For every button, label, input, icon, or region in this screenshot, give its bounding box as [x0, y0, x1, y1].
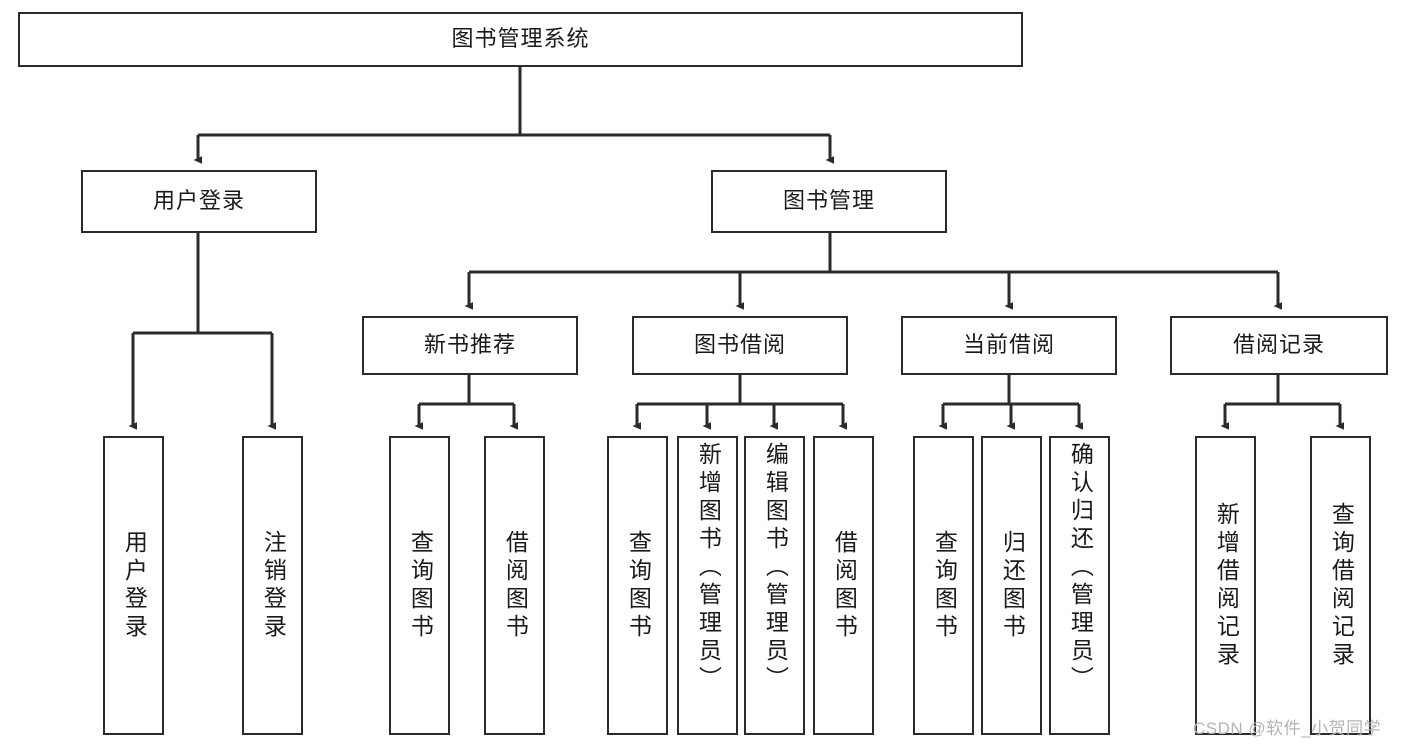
- leaf-logout-login[interactable]: 注销登录: [242, 436, 303, 735]
- node-new-book-recommend[interactable]: 新书推荐: [362, 316, 578, 375]
- node-borrow-record[interactable]: 借阅记录: [1170, 316, 1388, 375]
- leaf-user-login-label: 用户登录: [121, 529, 148, 642]
- node-book-management-label: 图书管理: [782, 188, 875, 214]
- leaf-query-record[interactable]: 查询借阅记录: [1310, 436, 1371, 735]
- edges-borrowrecord-to-leaves: [1220, 375, 1344, 430]
- leaf-query-book-1-label: 查询图书: [407, 529, 434, 642]
- edges-booklmgmt-to-level3: [464, 232, 1282, 310]
- edges-userlogin-to-leaves: [128, 232, 276, 430]
- leaf-return-book[interactable]: 归还图书: [981, 436, 1042, 735]
- leaf-query-book-1[interactable]: 查询图书: [389, 436, 450, 735]
- edges-bookborrow-to-leaves: [632, 375, 847, 430]
- leaf-add-record-label: 新增借阅记录: [1213, 501, 1240, 670]
- node-borrow-record-label: 借阅记录: [1232, 332, 1325, 358]
- leaf-borrow-book-2[interactable]: 借阅图书: [813, 436, 874, 735]
- node-book-borrow-label: 图书借阅: [693, 332, 786, 358]
- leaf-add-book-label: 新增图书（管理员）: [695, 442, 722, 694]
- leaf-borrow-book-1-label: 借阅图书: [502, 529, 529, 642]
- csdn-watermark: CSDN @软件_小贺同学: [1193, 719, 1382, 738]
- node-current-borrow-label: 当前借阅: [962, 332, 1055, 358]
- leaf-return-book-label: 归还图书: [999, 529, 1026, 642]
- leaf-confirm-return-label: 确认归还（管理员）: [1067, 442, 1094, 694]
- leaf-user-login[interactable]: 用户登录: [103, 436, 164, 735]
- leaf-query-book-3-label: 查询图书: [931, 529, 958, 642]
- edges-currentborrow-to-leaves: [938, 375, 1083, 430]
- node-user-login[interactable]: 用户登录: [81, 170, 317, 233]
- leaf-edit-book-label: 编辑图书（管理员）: [762, 442, 789, 694]
- leaf-borrow-book-1[interactable]: 借阅图书: [484, 436, 545, 735]
- leaf-add-book[interactable]: 新增图书（管理员）: [677, 436, 738, 735]
- leaf-query-book-2-label: 查询图书: [625, 529, 652, 642]
- edges-root-to-level2: [193, 66, 834, 164]
- leaf-query-record-label: 查询借阅记录: [1328, 501, 1355, 670]
- edges-newbook-to-leaves: [414, 375, 518, 430]
- node-user-login-label: 用户登录: [152, 188, 245, 214]
- node-book-borrow[interactable]: 图书借阅: [632, 316, 848, 375]
- node-root[interactable]: 图书管理系统: [18, 12, 1023, 67]
- node-current-borrow[interactable]: 当前借阅: [901, 316, 1117, 375]
- node-new-book-recommend-label: 新书推荐: [423, 332, 516, 358]
- node-book-management[interactable]: 图书管理: [711, 170, 947, 233]
- leaf-add-record[interactable]: 新增借阅记录: [1195, 436, 1256, 735]
- leaf-query-book-3[interactable]: 查询图书: [913, 436, 974, 735]
- leaf-logout-login-label: 注销登录: [260, 529, 287, 642]
- leaf-edit-book[interactable]: 编辑图书（管理员）: [744, 436, 805, 735]
- leaf-borrow-book-2-label: 借阅图书: [831, 529, 858, 642]
- leaf-confirm-return[interactable]: 确认归还（管理员）: [1049, 436, 1110, 735]
- leaf-query-book-2[interactable]: 查询图书: [607, 436, 668, 735]
- node-root-label: 图书管理系统: [451, 26, 590, 52]
